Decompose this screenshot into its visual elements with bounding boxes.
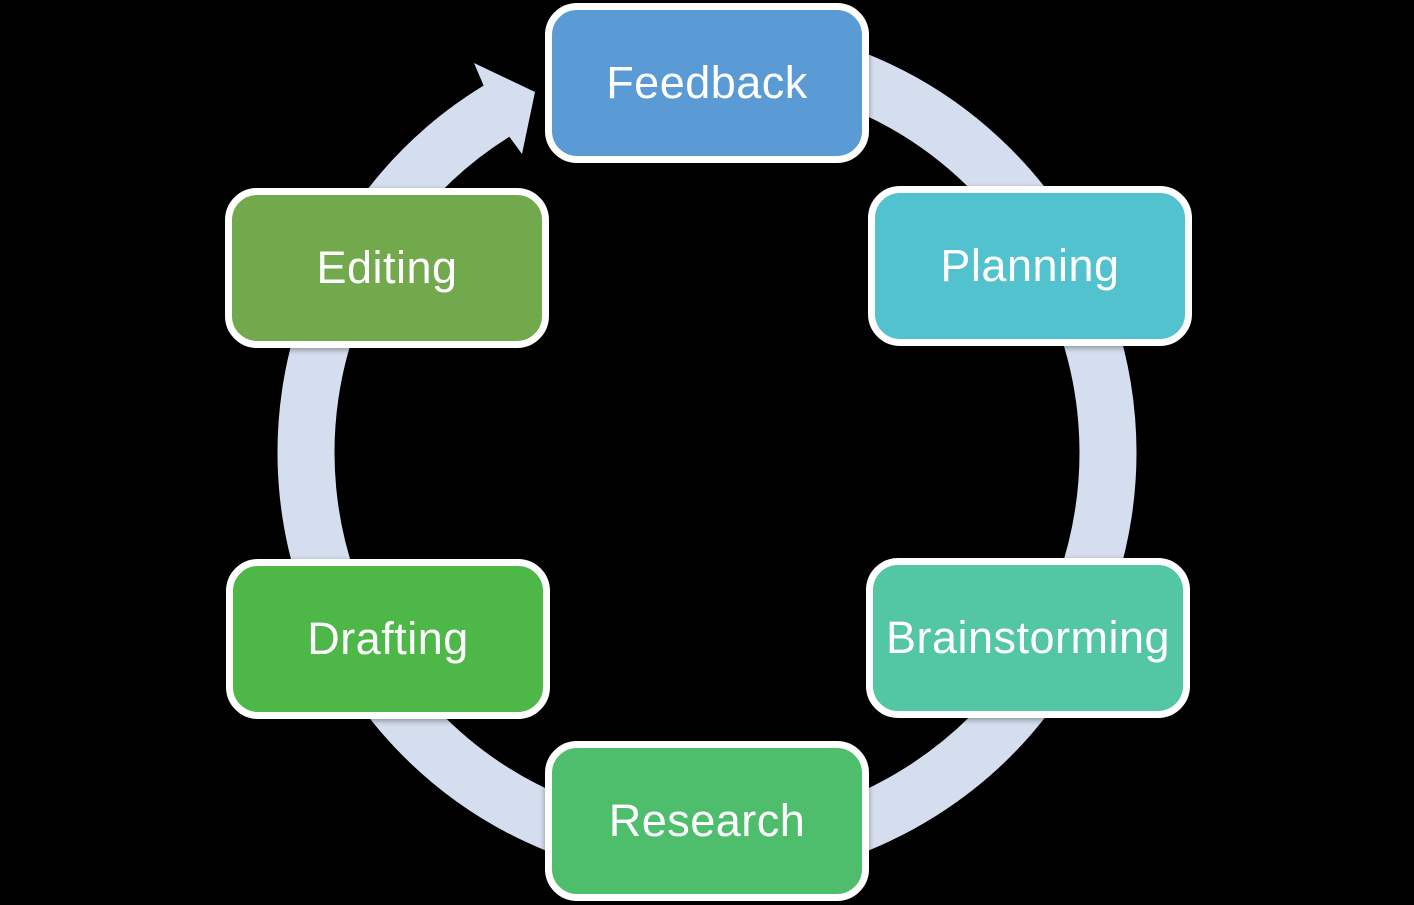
cycle-node-label: Research — [608, 795, 806, 846]
cycle-node-drafting[interactable]: Drafting — [226, 559, 550, 719]
cycle-node-brainstorming[interactable]: Brainstorming — [866, 558, 1190, 718]
cycle-node-label: Feedback — [606, 57, 808, 108]
cycle-node-label: Drafting — [307, 613, 469, 664]
cycle-node-label: Planning — [940, 240, 1120, 291]
cycle-node-planning[interactable]: Planning — [868, 186, 1192, 346]
cycle-node-feedback[interactable]: Feedback — [545, 3, 869, 163]
cycle-node-label: Brainstorming — [885, 612, 1171, 663]
arrowhead-icon — [474, 63, 535, 154]
cycle-node-editing[interactable]: Editing — [225, 188, 549, 348]
cycle-node-research[interactable]: Research — [545, 741, 869, 901]
cycle-node-label: Editing — [316, 242, 458, 293]
